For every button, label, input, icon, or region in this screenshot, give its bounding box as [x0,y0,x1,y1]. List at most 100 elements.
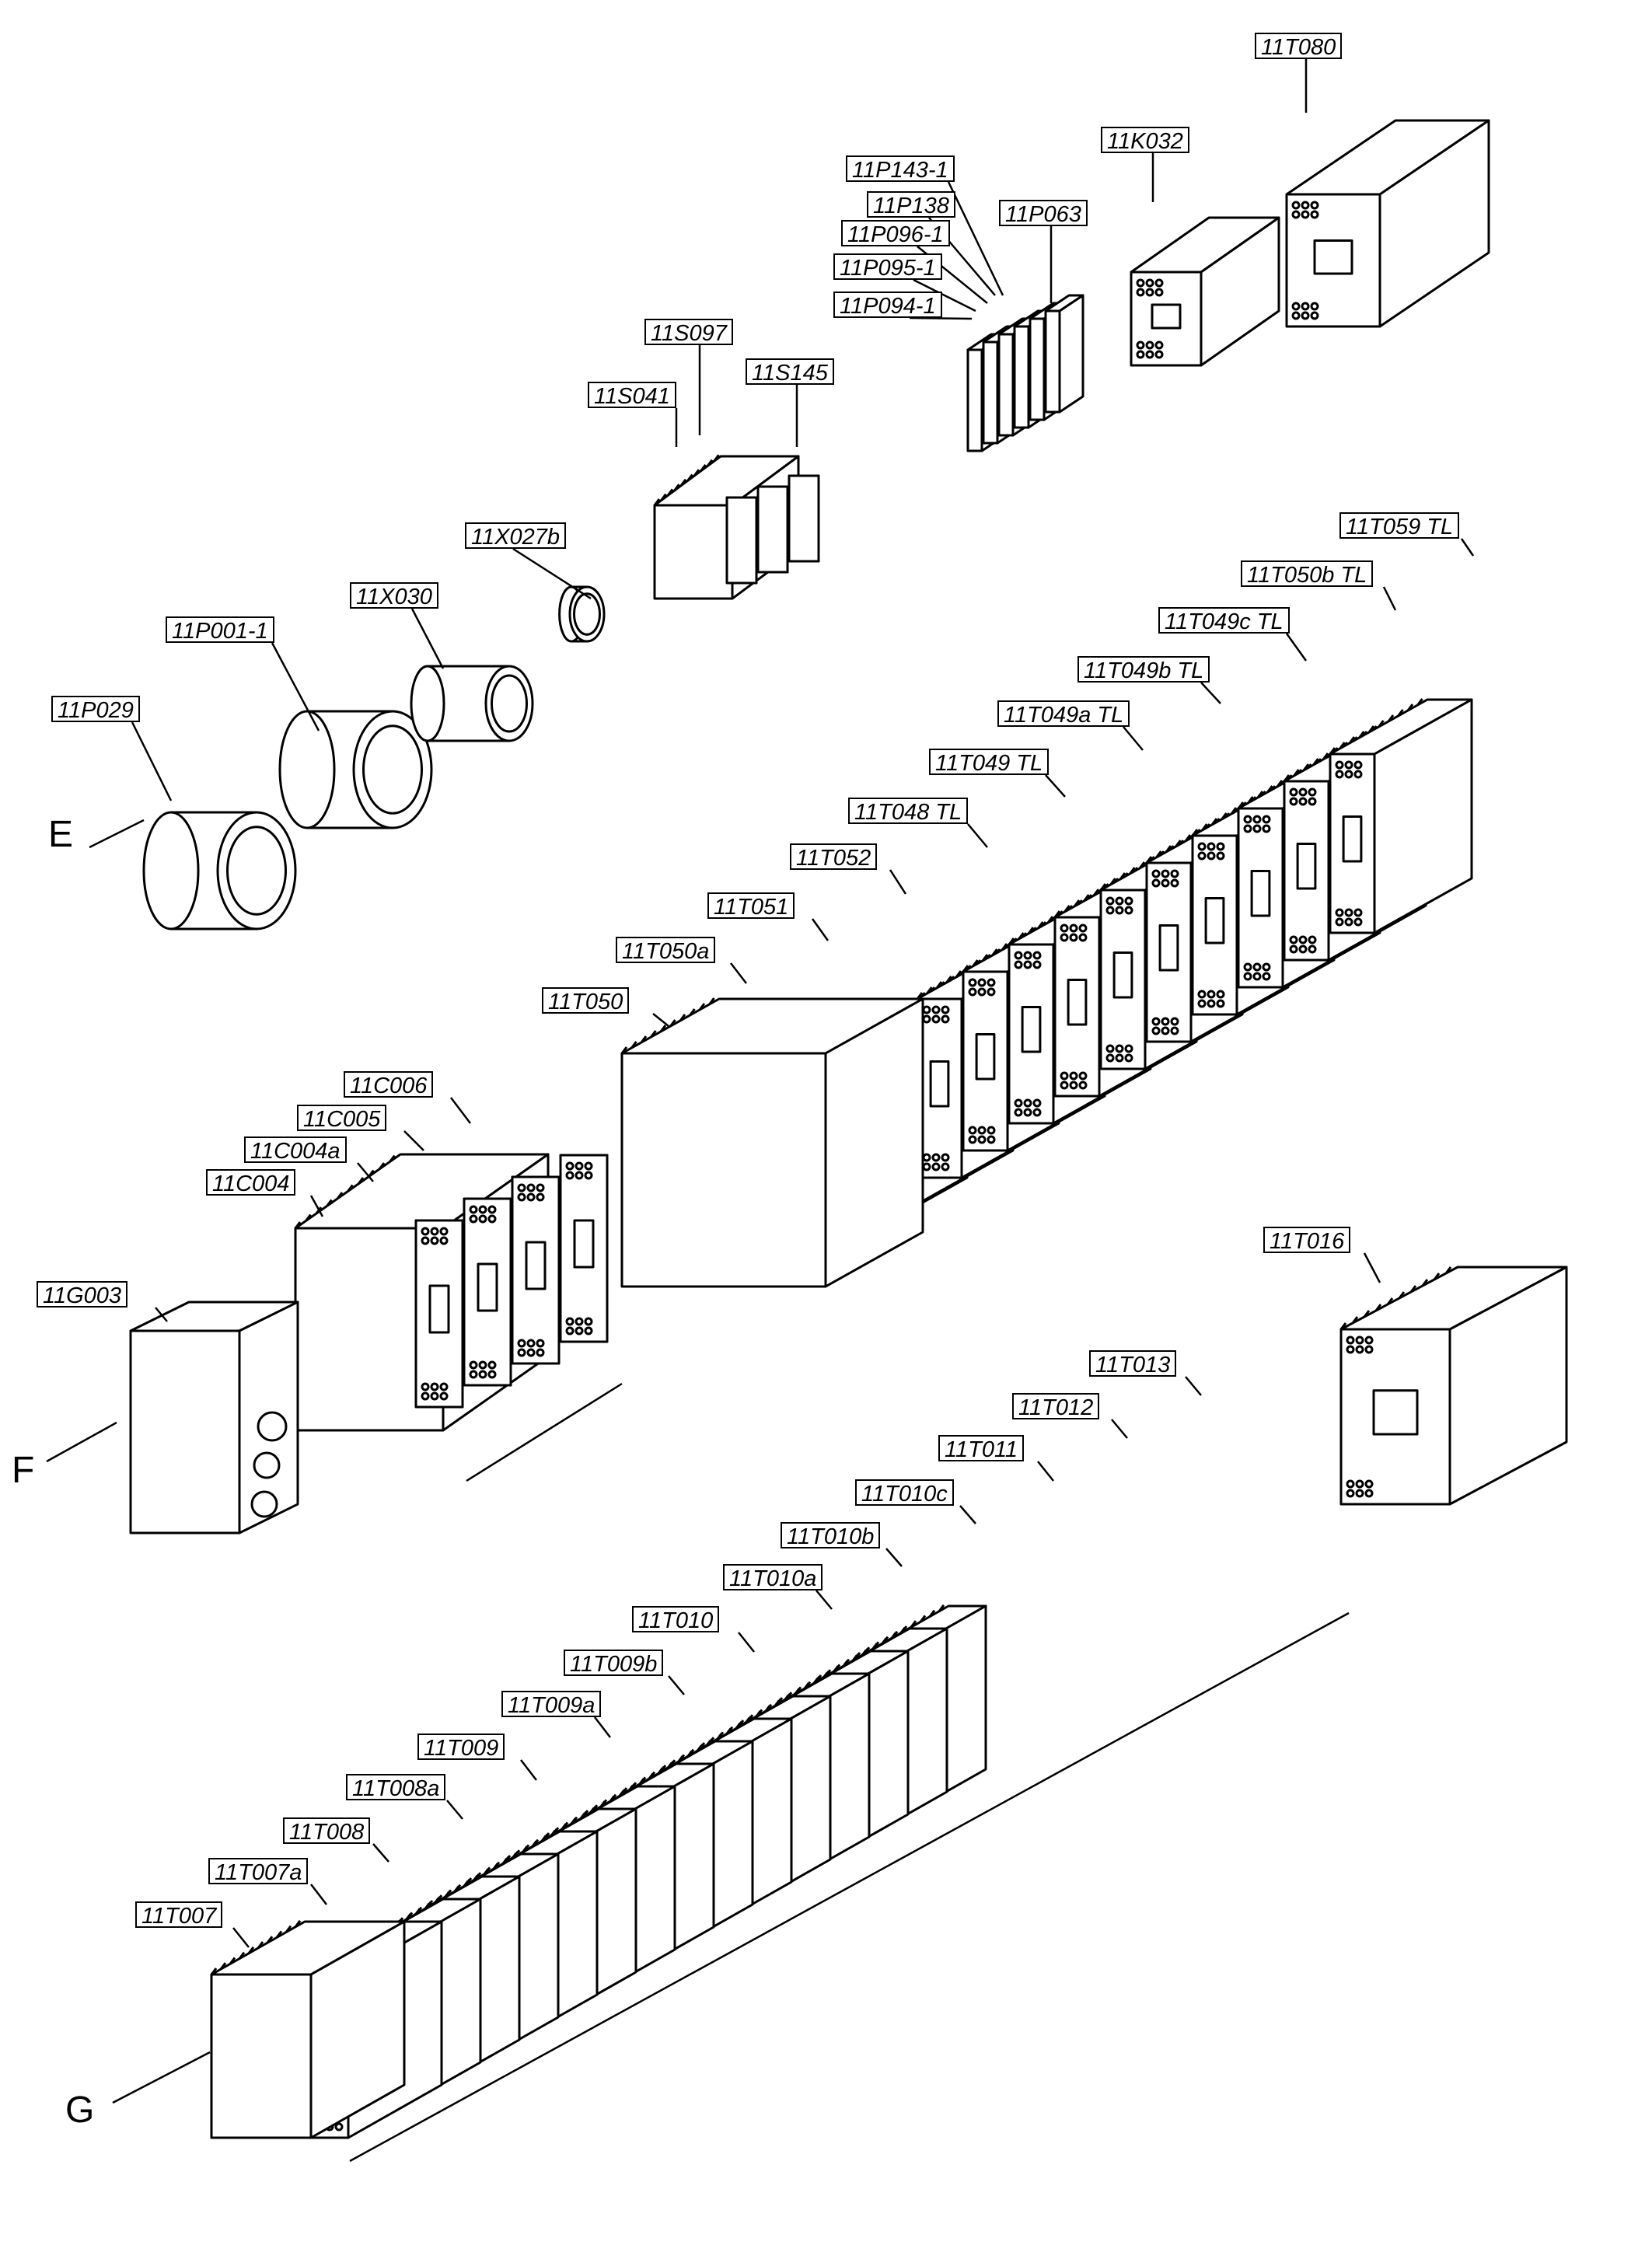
tl-module-9-terminal-top [1243,815,1252,824]
tl-module-7-terminal-bottom [1151,1026,1161,1035]
tl-module-5-terminal-top [1078,933,1088,942]
label-11T016: 11T016 [1263,1227,1351,1254]
c-module-2-terminal-bottom [526,1339,536,1348]
s-switch-1 [756,485,789,574]
tl-module-2-terminal-top [941,1014,950,1024]
tl-module-6-tick [1109,878,1116,885]
tl-module-5-tick [1083,894,1090,902]
c-block-tick [347,1184,354,1192]
g-module-11-tick [793,1688,801,1696]
leader-line [512,547,592,600]
tl-module-8-tick [1210,818,1218,826]
tl-module-11-tick [1406,704,1414,711]
p-terminal-5-front [1044,309,1061,414]
tl-module-9-terminal-top [1262,824,1271,833]
label-11T052: 11T052 [790,843,878,871]
c-module-3-terminal-bottom [565,1317,575,1326]
tl-module-3-terminal-top [977,987,987,997]
tl-module-5-terminal-bottom [1078,1081,1088,1090]
tl-module-9-terminal-top [1262,815,1271,824]
c-module-1-terminal-top [487,1214,497,1224]
tl-module-8-terminal-bottom [1197,999,1207,1008]
c-module-0-terminal-top [430,1236,439,1245]
t016-block-terminal-top [1364,1345,1374,1354]
c-module-2-terminal-bottom [536,1348,545,1357]
label-11S145: 11S145 [746,358,834,386]
c-module-3-terminal-top [575,1171,584,1180]
leader-line [889,869,907,895]
tl-module-11-terminal-bottom [1335,908,1344,917]
g-endplate-tick [247,1946,255,1954]
c-module-0-terminal-bottom [421,1382,430,1391]
leader-line [652,1013,669,1027]
s-block-tick [713,454,720,463]
label-11P095-1: 11P095-1 [833,253,942,281]
tl-module-6-terminal-top [1124,906,1133,915]
t080-block-terminal-bottom [1301,311,1310,320]
tl-module-8-terminal-top [1207,851,1216,861]
tl-module-6-tick [1099,883,1107,891]
t016-block-terminal-top [1346,1345,1355,1354]
tl-module-11-terminal-top [1344,770,1353,779]
t080-block-terminal-bottom [1301,302,1310,311]
c-module-0-terminal-bottom [439,1391,449,1401]
g-module-10-tick [754,1710,762,1719]
tl-module-2-terminal-bottom [922,1153,931,1162]
tl-module-3-terminal-bottom [987,1135,996,1144]
t016-block-display-window [1372,1389,1419,1436]
tl-module-4-display-window [1021,1006,1042,1053]
tl-module-7-tick [1175,840,1182,847]
tl-module-2-terminal-bottom [941,1162,950,1171]
k032-block-terminal-bottom [1154,340,1164,350]
s-block-tick [673,484,680,491]
t016-block-terminal-top [1355,1335,1364,1345]
tl-module-2-terminal-bottom [931,1162,941,1171]
leader-line [310,1884,327,1905]
label-11T050bTL: 11T050b TL [1241,560,1374,588]
g-module-4-tick [549,1829,557,1838]
leader-line [594,1716,611,1738]
label-11P138: 11P138 [867,191,955,218]
tl-module-6-terminal-bottom [1115,1053,1124,1063]
k032-block-terminal-top [1154,278,1164,288]
g-module-6-tick [608,1795,616,1803]
group-marker-e: E [48,814,74,855]
tl-module-9-terminal-bottom [1243,972,1252,981]
tl-module-2-terminal-top [922,1005,931,1014]
leader-line [309,1195,324,1217]
tl-module-4-tick [1027,927,1035,934]
tl-module-3-display-window [975,1033,996,1081]
tl-module-4-terminal-top [1023,960,1032,969]
g003-knob [257,1411,288,1442]
tl-module-5-terminal-top [1078,924,1088,933]
tl-module-3-terminal-bottom [987,1126,996,1135]
leader-line [1382,586,1397,611]
g-module-1-tick [414,1908,421,1916]
c-module-3-terminal-top [575,1161,584,1171]
c-module-2 [511,1175,561,1365]
label-11T012: 11T012 [1012,1393,1100,1420]
label-11P001-1: 11P001-1 [166,616,274,644]
tl-module-10-tick [1322,752,1329,760]
c-module-2-terminal-bottom [517,1339,526,1348]
g-module-1-tick [423,1902,431,1911]
leader-line [947,181,1004,296]
tl-module-5-terminal-bottom [1060,1081,1069,1090]
c-module-0-terminal-bottom [430,1391,439,1401]
tl-module-11-terminal-bottom [1353,908,1363,917]
c-module-0-terminal-bottom [439,1382,449,1391]
tl-module-7-terminal-top [1170,878,1179,888]
tl-module-8-display-window [1204,897,1225,944]
tl-module-6-terminal-top [1105,906,1115,915]
leader-line [1185,1376,1202,1396]
c-module-1-terminal-top [469,1205,478,1214]
tl-module-9-terminal-bottom [1262,962,1271,972]
g-endplate-tick [219,1962,227,1971]
tl-module-10-terminal-top [1289,797,1298,806]
g-endplate-tick [275,1930,283,1939]
leader-line [1111,1419,1128,1439]
tl-module-6-terminal-bottom [1115,1044,1124,1053]
g-module-10-tick [782,1694,790,1702]
leader-line [885,1548,903,1567]
